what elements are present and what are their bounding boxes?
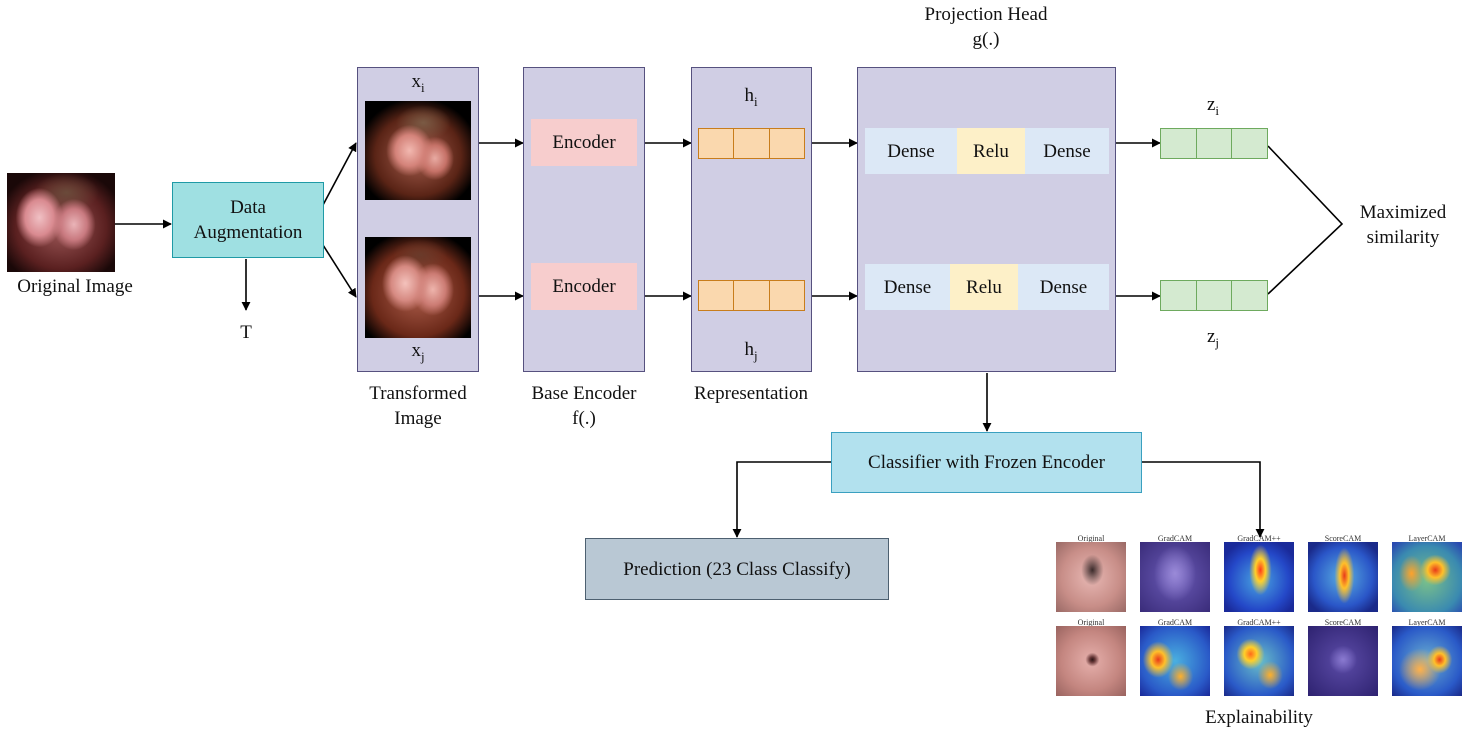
hj-label: hj xyxy=(744,339,758,363)
projection-vector-zj xyxy=(1160,280,1268,311)
heatmap-original-image xyxy=(1056,542,1126,612)
heatmap-cam-image xyxy=(1224,542,1294,612)
augmentation-label-line2: Augmentation xyxy=(193,222,303,243)
representation-vector-hi xyxy=(698,128,805,159)
heatmap-cam-image xyxy=(1392,542,1462,612)
arrow-augmentation-to-xj xyxy=(322,244,357,298)
heatmap-cam-image xyxy=(1140,542,1210,612)
classifier-frozen-encoder-box: Classifier with Frozen Encoder xyxy=(831,432,1142,493)
transformed-image-xj xyxy=(365,237,471,338)
arrow-classifier-to-prediction xyxy=(732,461,831,538)
heatmap-title: Original xyxy=(1077,534,1105,543)
base-encoder-stage xyxy=(523,67,645,372)
heatmap-title: ScoreCAM xyxy=(1324,534,1362,543)
dense-block-top-2: Dense xyxy=(1025,128,1109,174)
transform-set-label: T xyxy=(240,322,252,343)
zi-label: zi xyxy=(1206,94,1220,118)
hi-label: hi xyxy=(744,85,758,109)
heatmap-cam-image xyxy=(1308,542,1378,612)
heatmap-title: LayerCAM xyxy=(1408,534,1446,543)
projection-head-stage xyxy=(857,67,1116,372)
explainability-caption: Explainability xyxy=(1205,707,1313,728)
prediction-box: Prediction (23 Class Classify) xyxy=(585,538,889,600)
representation-vector-hj xyxy=(698,280,805,311)
heatmap-cam-image xyxy=(1308,626,1378,696)
zj-label: zj xyxy=(1206,326,1220,350)
heatmap-cam-image xyxy=(1140,626,1210,696)
heatmap-cam-image xyxy=(1224,626,1294,696)
heatmap-title: ScoreCAM xyxy=(1324,618,1362,627)
xj-label: xj xyxy=(411,340,425,364)
heatmap-cam-image xyxy=(1392,626,1462,696)
original-image-caption: Original Image xyxy=(17,276,133,297)
relu-block-top: Relu xyxy=(957,128,1025,174)
heatmap-title: Original xyxy=(1077,618,1105,627)
heatmap-title: GradCAM xyxy=(1157,618,1193,627)
dense-block-bottom-2: Dense xyxy=(1018,264,1109,310)
encoder-block-bottom: Encoder xyxy=(531,263,637,310)
xi-label: xi xyxy=(411,71,425,95)
relu-block-bottom: Relu xyxy=(950,264,1018,310)
base-encoder-caption: Base Encoder f(.) xyxy=(531,383,637,429)
heatmap-title: GradCAM xyxy=(1157,534,1193,543)
heatmap-title: GradCAM++ xyxy=(1237,534,1281,543)
heatmap-title: LayerCAM xyxy=(1408,618,1446,627)
heatmap-title: GradCAM++ xyxy=(1237,618,1281,627)
data-augmentation-box: Data Augmentation xyxy=(172,182,324,258)
transformed-image-xi xyxy=(365,101,471,200)
arrow-classifier-to-explainability xyxy=(1142,461,1265,538)
maximized-similarity-label: Maximized similarity xyxy=(1359,202,1447,248)
arrow-augmentation-to-xi xyxy=(322,142,357,206)
dense-block-bottom-1: Dense xyxy=(865,264,950,310)
similarity-connector xyxy=(1267,145,1344,295)
original-endoscopy-image xyxy=(7,173,115,272)
transformed-image-caption: Transformed Image xyxy=(369,383,467,429)
heatmap-original-image xyxy=(1056,626,1126,696)
augmentation-label-line1: Data xyxy=(230,197,266,218)
dense-block-top-1: Dense xyxy=(865,128,957,174)
projection-vector-zi xyxy=(1160,128,1268,159)
projection-head-title: Projection Head g(.) xyxy=(924,4,1048,50)
representation-caption: Representation xyxy=(694,383,808,404)
encoder-block-top: Encoder xyxy=(531,119,637,166)
representation-stage xyxy=(691,67,812,372)
